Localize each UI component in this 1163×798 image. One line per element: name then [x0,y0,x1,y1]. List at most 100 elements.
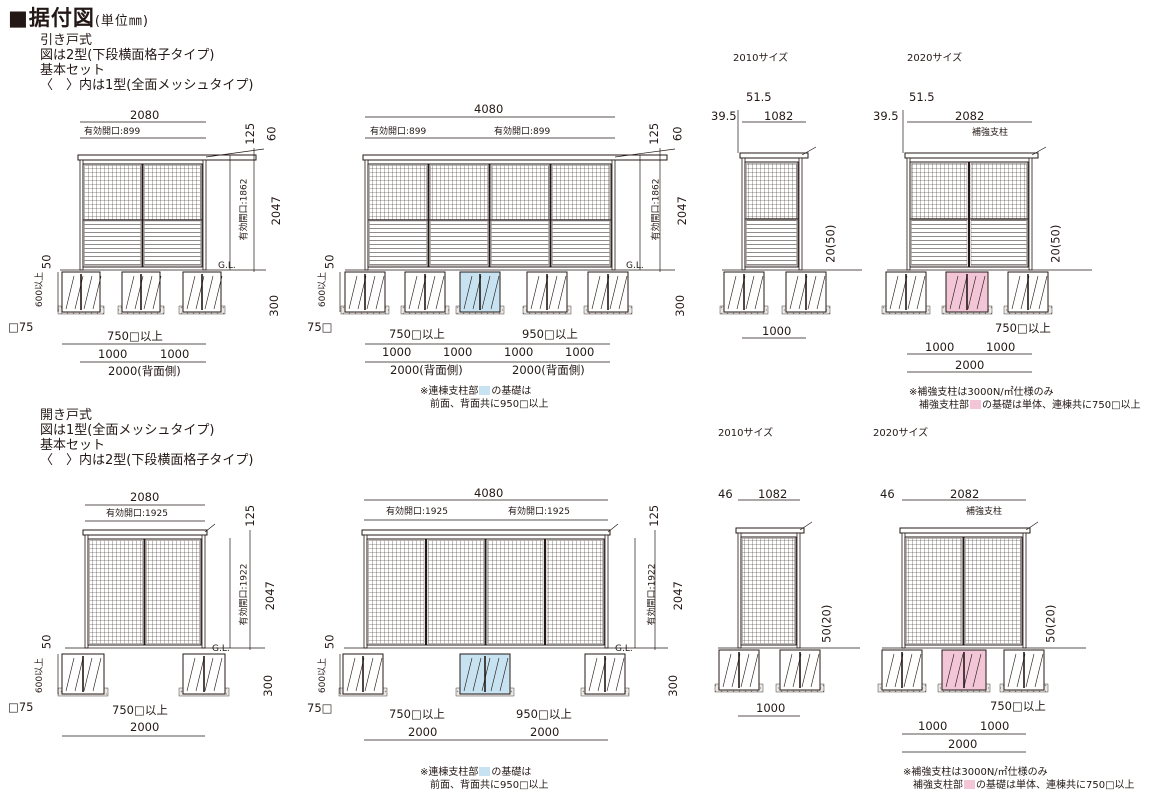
s2-footing-5-hatch [591,275,601,310]
s1-shed-roof [77,154,257,161]
s2-footing-1-hatch [366,275,376,310]
h1-footing-2-hatch [204,657,214,692]
h3-footing-2-hatch [801,653,811,688]
s1-width-2080: 2080 [130,108,160,122]
s4-shed-post-right [1028,157,1033,271]
s2-connect-note-c: 前面、背面共に950□以上 [430,399,549,410]
s4-footing-3-hatch [1029,275,1039,310]
h1-750: 750□以上 [112,703,168,717]
s4-reinforce-note-b: 補強支柱部 [919,400,969,411]
s1-footing-1-hatch [83,275,93,310]
h1-footing-1-hatch [74,657,84,692]
h4-footing-3-hatch [1034,653,1044,688]
h3-footing-2-hatch [783,653,793,688]
h3-shed-door-1-mesh [742,538,795,644]
hinged-size-2020: 2020サイズ [873,428,929,439]
h2-2047: 2047 [670,581,685,611]
h4-footing-2-hatch [972,653,982,688]
h4-50-20: 50(20) [1043,604,1058,643]
h1-600: 600以上 [35,657,46,694]
s1-shed-door-1-mesh [84,165,141,220]
s1-600: 600以上 [35,271,46,308]
sliding-note-1: 引き戸式 [40,33,93,48]
h1-125: 125 [243,504,258,527]
s2-shed-door-2-slats [430,220,488,266]
s2-2000-back-a: 2000(背面側) [390,363,463,377]
h1-50: 50 [39,634,54,650]
h2-shed-door-2-mesh [427,540,484,644]
h1-shed-door-1-mesh [89,540,143,644]
h4-footing-1-hatch [885,653,895,688]
h2-footing-1-hatch [373,657,383,692]
s2-footing-5-hatch [609,275,619,310]
s2-50: 50 [322,254,337,270]
page-title-text: ■据付図 [8,6,95,30]
s4-footing-1-hatch [916,275,926,310]
s4-shed-roof [904,152,1039,159]
s3-shed-door-1-mesh [746,163,797,219]
s2-shed-door-2-mesh [430,165,488,220]
h2-width-4080: 4080 [474,486,504,500]
h3-footing-2-hatch [810,653,820,688]
h1-75: □75 [8,700,34,714]
h4-footing-2-hatch [963,653,973,688]
s3-51-5: 51.5 [746,90,772,104]
s2-1000d: 1000 [565,345,595,359]
s2-footing-1-hatch [375,275,385,310]
s2-300: 300 [673,294,688,317]
h1-shed-roof-slope [204,523,216,533]
s1-50: 50 [39,254,54,270]
s4-footing-2-hatch [949,275,959,310]
s2-footing-4-hatch [548,275,558,310]
s3-footing-1-hatch [745,275,755,310]
s2-2047: 2047 [674,196,689,226]
h2-2000a: 2000 [408,725,438,739]
s2-gl: G.L. [626,261,644,271]
s4-footing-2-hatch [976,275,986,310]
s2-shed-door-4-slats [552,220,610,266]
s4-footing-2-hatch [967,275,977,310]
s1-gl: G.L. [218,261,236,271]
h2-600: 600以上 [318,657,329,694]
s4-shed-roof-slope [1031,146,1047,156]
s2-shed-door-1-mesh [369,165,427,220]
s1-1000a: 1000 [98,347,128,361]
h4-reinforce-note-b: 補強支柱部 [913,780,963,791]
s3-footing-2-hatch [789,275,799,310]
s2-60: 60 [670,126,685,142]
s1-75: □75 [8,320,34,334]
reinforce-swatch [970,400,981,409]
s2-footing-4-hatch [530,275,540,310]
h2-footing-2-hatch [472,657,482,692]
h2-opening-h: 有効開口:1922 [647,563,658,626]
hinged-note-3: 基本セット [40,438,106,453]
h1-shed-door-2-mesh [146,540,200,644]
s1-opening-h: 有効開口:1862 [239,178,250,241]
connect-swatch-2 [479,767,491,776]
s2-footing-3-hatch [490,275,500,310]
s4-reinforce-note-c: の基礎は単体、連棟共に750□以上 [982,400,1141,411]
h3-shed-post-right [796,532,801,649]
connect-swatch [479,386,491,395]
s2-1000c: 1000 [504,345,534,359]
h2-shed-door-3-mesh [487,540,544,644]
s1-footing-1-hatch [65,275,75,310]
h2-connect-note-a: ※連棟支柱部 [420,767,479,778]
h2-footing-1-hatch [346,657,356,692]
s4-shed-door-2-mesh [970,163,1027,219]
s4-reinforce-note-a: ※補強支柱は3000N/㎡仕様のみ [909,387,1054,398]
h2-shed-roof-slope [607,523,619,533]
s1-shed-door-2-mesh [144,165,201,220]
s1-1000b: 1000 [160,347,190,361]
s2-connect-note: ※連棟支柱部の基礎は 前面、背面共に950□以上 [420,385,549,411]
h3-footing-1-hatch [749,653,759,688]
s2-shed-roof-slope [614,148,676,158]
h3-footing-1-hatch [722,653,732,688]
s3-shed-roof-slope [801,146,817,156]
h1-footing-2-hatch [213,657,223,692]
h1-width-2080: 2080 [130,490,160,504]
h2-shed-post-right [604,534,609,649]
h1-shed-post-right [201,534,206,649]
h2-footing-3-hatch [606,657,616,692]
s2-footing-1-hatch [348,275,358,310]
